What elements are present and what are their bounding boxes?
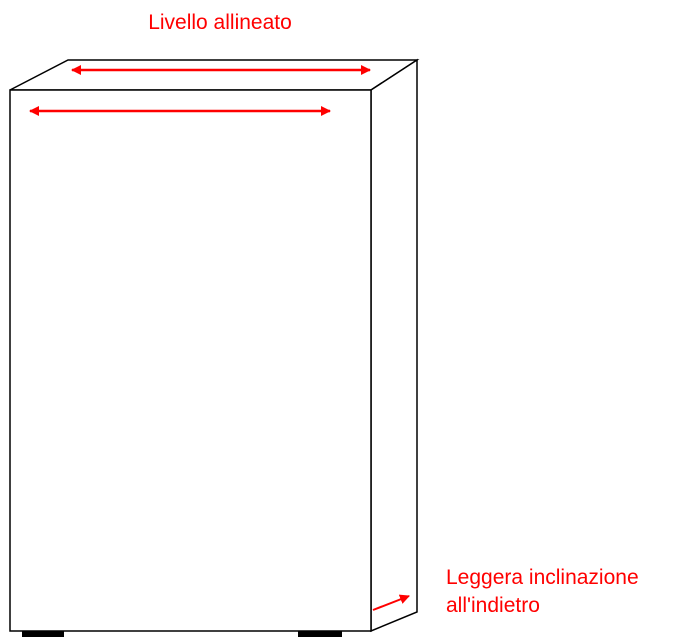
cabinet-front-face (9, 89, 372, 632)
tilt-label-line1: Leggera inclinazione (446, 566, 639, 589)
tilt-label-line2: all'indietro (446, 594, 540, 617)
level-aligned-label: Livello allineato (148, 11, 292, 34)
cabinet-top-face (9, 59, 420, 91)
left-foot (22, 629, 64, 637)
cabinet-side-face (370, 58, 418, 633)
right-foot (298, 629, 342, 637)
tilt-arrow (372, 594, 410, 611)
